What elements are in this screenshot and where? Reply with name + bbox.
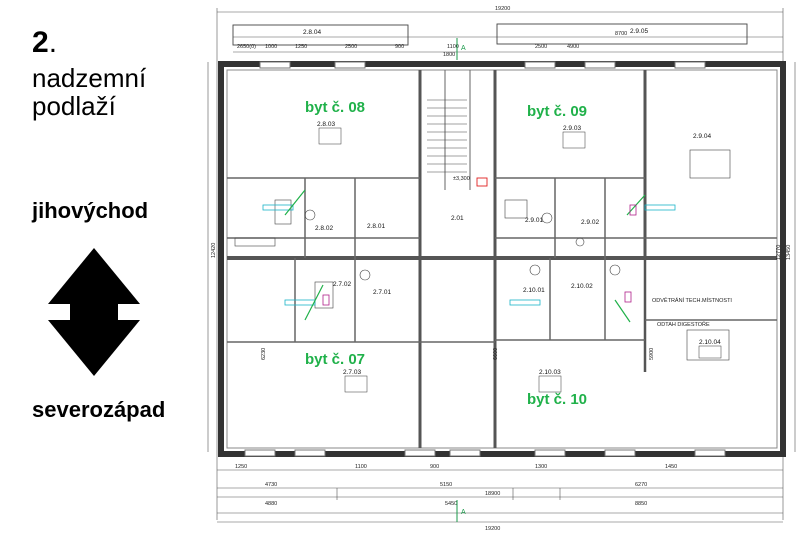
dim-bottom-total: 18900 [485, 491, 500, 497]
dim-bottom-a: 4730 [265, 482, 277, 488]
balcony-north-right [496, 23, 748, 45]
room-2-10-02: 2.10.02 [571, 283, 593, 290]
room-2-9-04: 2.9.04 [693, 133, 711, 140]
dim-top-total: 19200 [495, 6, 510, 12]
room-2-10-03: 2.10.03 [539, 369, 561, 376]
dim-bottom-e: 5450 [445, 501, 457, 507]
dim-top-right: 8700 [615, 31, 627, 37]
bottom-dimension-lines [217, 469, 783, 523]
dim-top-a: 1100 [447, 44, 459, 50]
floor-number-value: 2 [32, 26, 49, 59]
top-dimension-lines [207, 8, 796, 520]
dim-right-total: 13450 [786, 245, 792, 260]
staircase [427, 99, 467, 173]
section-marker-bottom: A [456, 500, 466, 522]
flat-label-07: byt č. 07 [305, 351, 365, 368]
room-2-7-02: 2.7.02 [333, 281, 351, 288]
dim-right-lower: 5900 [649, 348, 655, 360]
dim-bottom-i: 900 [430, 464, 439, 470]
orientation-top-label: jihovýchod [32, 198, 149, 223]
room-2-9-05: 2.9.05 [630, 28, 648, 35]
dim-bottom-f: 8850 [635, 501, 647, 507]
dim-left-inner: 12420 [211, 243, 217, 258]
windows [244, 61, 726, 457]
room-2-8-04: 2.8.04 [303, 29, 321, 36]
room-2-7-01: 2.7.01 [373, 289, 391, 296]
orientation-bottom-label: severozápad [32, 397, 166, 422]
dim-mid-lower: 6600 [493, 348, 499, 360]
room-2-9-01: 2.9.01 [525, 217, 543, 224]
dim-left-lower: 6230 [261, 348, 267, 360]
room-2-9-03: 2.9.03 [563, 125, 581, 132]
dim-bottom-b: 5150 [440, 482, 452, 488]
flat-label-09: byt č. 09 [527, 103, 587, 120]
floor-title-line2: podlaží [32, 91, 116, 121]
dim-top-h: 4900 [567, 44, 579, 50]
room-2-8-01: 2.8.01 [367, 223, 385, 230]
dim-top-e: 1000 [265, 44, 277, 50]
floor-number-suffix: . [48, 26, 58, 59]
fixtures [234, 149, 731, 361]
floor-plan-drawing: 19200 8700 1800 1100 2650(0) 2500 1250 1… [207, 6, 796, 532]
level-mark: ±3,300 [453, 176, 470, 182]
dim-top-b: 2650(0) [237, 44, 256, 50]
section-label-bottom: A [461, 509, 466, 516]
room-2-10-01: 2.10.01 [523, 287, 545, 294]
room-2-9-02: 2.9.02 [581, 219, 599, 226]
floor-title-line1: nadzemní [32, 63, 147, 93]
service-markers [262, 177, 676, 323]
section-marker-top: A [456, 38, 466, 60]
dim-top-f: 900 [395, 44, 404, 50]
room-2-7-03: 2.7.03 [343, 369, 361, 376]
dim-bottom-j: 1300 [535, 464, 547, 470]
dim-bottom-d: 4880 [265, 501, 277, 507]
tech-label-ventilation: ODVĚTRÁNÍ TECH.MÍSTNOSTI [652, 296, 732, 304]
room-2-8-03: 2.8.03 [317, 121, 335, 128]
dim-top-c: 2500 [345, 44, 357, 50]
legend-panel: 2. nadzemní podlaží jihovýchod severozáp… [0, 0, 205, 534]
dim-top-d: 1250 [295, 44, 307, 50]
area-stamps [318, 127, 722, 393]
dim-bottom-h: 1100 [355, 464, 367, 470]
dim-bottom-c: 6270 [635, 482, 647, 488]
dim-bottom-overall: 19200 [485, 526, 500, 532]
room-2-10-04: 2.10.04 [699, 339, 721, 346]
dim-top-stair: 1800 [443, 52, 455, 58]
building-walls [218, 61, 786, 457]
dim-bottom-g: 1250 [235, 464, 247, 470]
dim-right-inner: 12770 [776, 245, 782, 260]
dim-top-g: 2500 [535, 44, 547, 50]
dim-bottom-k: 1450 [665, 464, 677, 470]
double-vertical-arrow-icon [48, 248, 140, 376]
flat-label-10: byt č. 10 [527, 391, 587, 408]
tech-label-hood: ODTAH DIGESTOŘE [657, 320, 710, 328]
flat-label-08: byt č. 08 [305, 99, 365, 116]
room-2-01: 2.01 [451, 215, 464, 222]
floor-number: 2. [32, 26, 57, 60]
room-2-8-02: 2.8.02 [315, 225, 333, 232]
balcony-north-left [232, 24, 409, 46]
section-label-top: A [461, 45, 466, 52]
